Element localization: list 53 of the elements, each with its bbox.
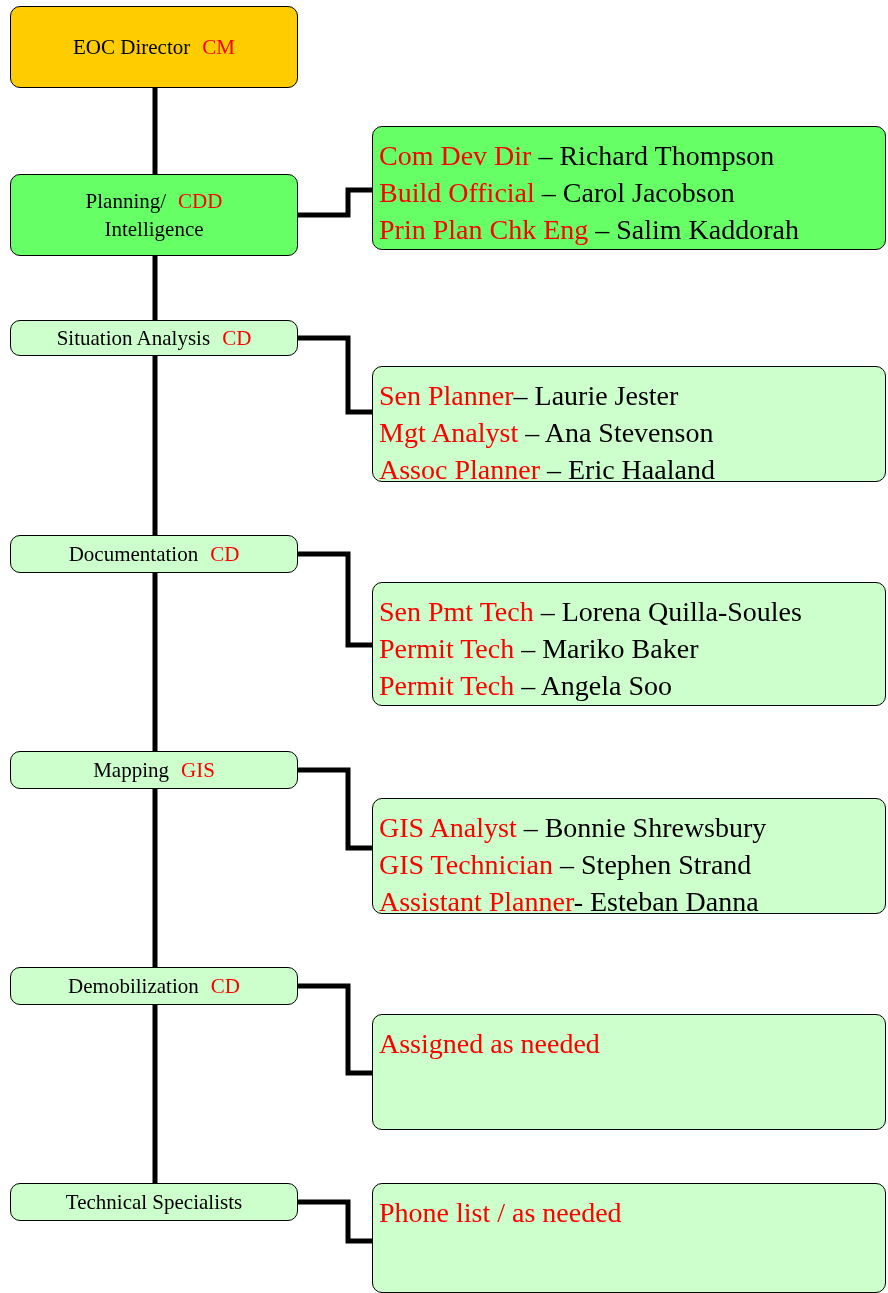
- staff-box: [372, 582, 886, 706]
- org-unit-box: [10, 320, 298, 356]
- staff-entry: Assigned as needed: [379, 1027, 601, 1061]
- org-unit-box: [10, 174, 298, 256]
- connector-line: [298, 1199, 372, 1244]
- unit-name: Mapping: [93, 758, 169, 782]
- connector-line: [298, 187, 372, 218]
- staff-entry: GIS Technician – Stephen Strand: [379, 848, 753, 882]
- connector-line: [152, 789, 158, 967]
- org-unit-box: [10, 967, 298, 1005]
- connector-line: [152, 573, 158, 751]
- staff-entry: Assistant Planner- Esteban Danna: [379, 885, 760, 919]
- unit-code: CDD: [178, 189, 223, 213]
- unit-code: CD: [210, 542, 240, 566]
- org-unit-box: [10, 535, 298, 573]
- connector-line: [152, 1005, 158, 1183]
- connector-line: [298, 767, 372, 851]
- unit-name: Documentation: [68, 542, 199, 566]
- unit-name: Situation Analysis: [56, 326, 211, 350]
- staff-entry: Prin Plan Chk Eng – Salim Kaddorah: [379, 213, 800, 247]
- connector-line: [152, 356, 158, 535]
- connector-line: [298, 551, 372, 648]
- connector-line: [152, 88, 158, 174]
- org-unit-box: [10, 751, 298, 789]
- unit-name: EOC Director: [73, 35, 191, 59]
- staff-box: [372, 366, 886, 482]
- staff-entry: GIS Analyst – Bonnie Shrewsbury: [379, 811, 768, 845]
- unit-code: CD: [210, 974, 240, 998]
- org-unit-box: [10, 1183, 298, 1221]
- connector-line: [152, 256, 158, 320]
- unit-name: Intelligence: [104, 217, 204, 241]
- staff-box: [372, 1183, 886, 1293]
- unit-code: GIS: [181, 758, 215, 782]
- staff-entry: Sen Planner– Laurie Jester: [379, 379, 680, 413]
- staff-entry: Assoc Planner – Eric Haaland: [379, 453, 716, 487]
- staff-entry: Sen Pmt Tech – Lorena Quilla-Soules: [379, 595, 803, 629]
- unit-name: Planning/: [85, 189, 167, 213]
- staff-box: [372, 798, 886, 914]
- staff-entry: Build Official – Carol Jacobson: [379, 176, 736, 210]
- connector-line: [298, 335, 372, 415]
- staff-entry: Permit Tech – Angela Soo: [379, 669, 674, 703]
- unit-name: Demobilization: [68, 974, 199, 998]
- staff-entry: Com Dev Dir – Richard Thompson: [379, 139, 776, 173]
- staff-entry: Phone list / as needed: [379, 1196, 623, 1230]
- staff-box: [372, 1014, 886, 1130]
- staff-box: [372, 126, 886, 250]
- connector-line: [298, 983, 372, 1076]
- unit-code: CM: [202, 35, 235, 59]
- unit-name: Technical Specialists: [65, 1190, 243, 1214]
- org-unit-box: [10, 6, 298, 88]
- staff-entry: Permit Tech – Mariko Baker: [379, 632, 700, 666]
- staff-entry: Mgt Analyst – Ana Stevenson: [379, 416, 715, 450]
- unit-code: CD: [222, 326, 252, 350]
